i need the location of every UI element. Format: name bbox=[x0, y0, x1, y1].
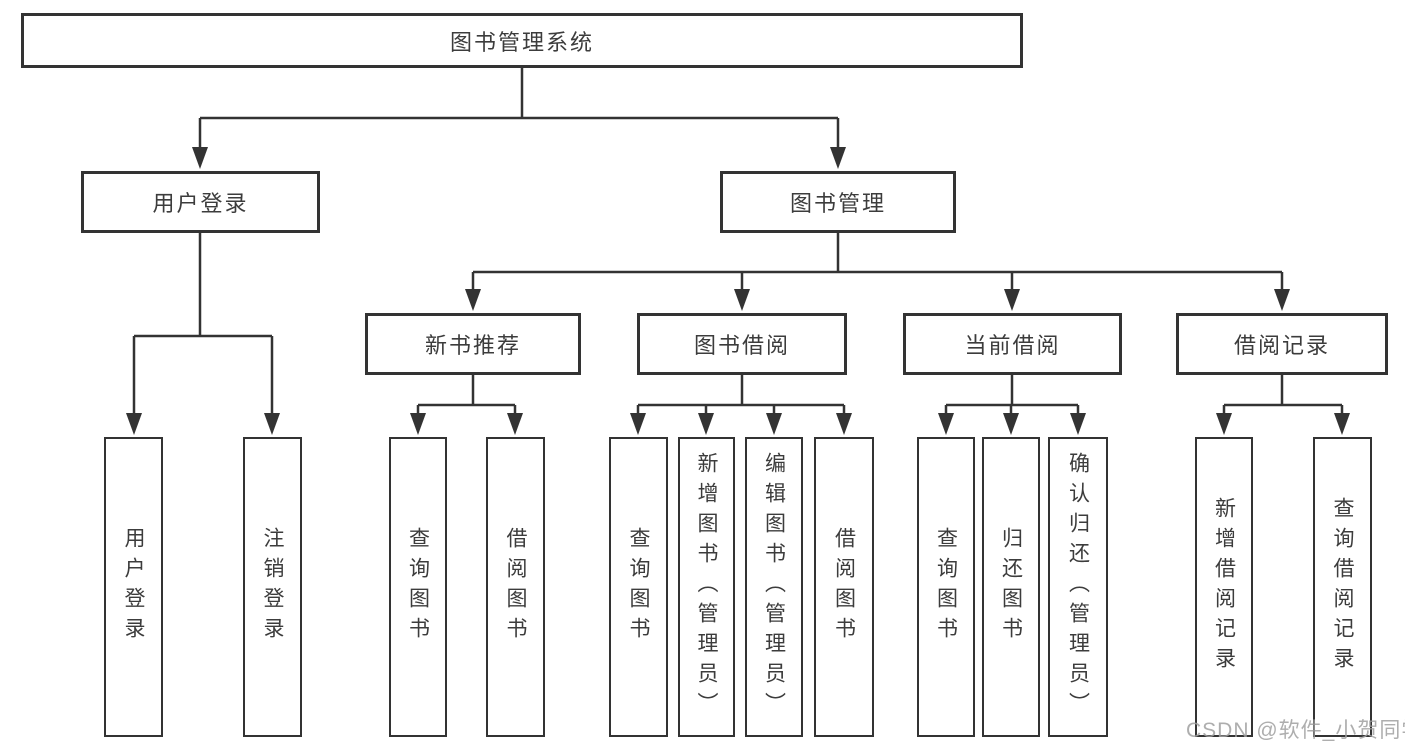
connector-user-login-branch bbox=[132, 233, 274, 415]
leaf-query-books-borrow-label: 查询图书 bbox=[627, 527, 650, 647]
leaf-add-borrow-record: 新增借阅记录 bbox=[1195, 437, 1253, 737]
connector-borrow-records-branch bbox=[1222, 375, 1344, 415]
leaf-borrow-books-borrow-label: 借阅图书 bbox=[832, 527, 856, 647]
connector-book-borrow-branch bbox=[636, 375, 846, 415]
leaf-query-borrow-record-label: 查询借阅记录 bbox=[1331, 497, 1354, 677]
leaf-query-borrow-record: 查询借阅记录 bbox=[1313, 437, 1372, 737]
leaf-confirm-return-admin: 确认归还（管理员） bbox=[1048, 437, 1108, 737]
leaf-edit-books-admin: 编辑图书（管理员） bbox=[745, 437, 803, 737]
watermark-text: CSDN @软件_小贺同学 bbox=[1186, 719, 1405, 742]
node-borrow-records-label: 借阅记录 bbox=[1233, 333, 1330, 358]
node-new-book-recommend: 新书推荐 bbox=[365, 313, 581, 375]
leaf-add-borrow-record-label: 新增借阅记录 bbox=[1212, 497, 1236, 677]
leaf-borrow-books-borrow: 借阅图书 bbox=[814, 437, 874, 737]
leaf-logout-login: 注销登录 bbox=[243, 437, 302, 737]
leaf-logout-login-label: 注销登录 bbox=[261, 527, 284, 647]
node-book-borrow-label: 图书借阅 bbox=[693, 333, 790, 358]
leaf-add-books-admin-label: 新增图书（管理员） bbox=[695, 452, 718, 722]
leaf-query-books-current: 查询图书 bbox=[917, 437, 975, 737]
node-book-borrow: 图书借阅 bbox=[637, 313, 847, 375]
node-new-book-recommend-label: 新书推荐 bbox=[424, 333, 521, 358]
node-current-borrow-label: 当前借阅 bbox=[964, 333, 1061, 358]
leaf-return-books-label: 归还图书 bbox=[999, 527, 1023, 647]
leaf-user-login: 用户登录 bbox=[104, 437, 163, 737]
leaf-borrow-books-recommend: 借阅图书 bbox=[486, 437, 545, 737]
node-book-management-label: 图书管理 bbox=[789, 191, 886, 216]
node-user-login: 用户登录 bbox=[81, 171, 320, 233]
leaf-query-books-current-label: 查询图书 bbox=[934, 527, 958, 647]
leaf-return-books: 归还图书 bbox=[982, 437, 1040, 737]
connector-book-management-branch bbox=[471, 233, 1284, 291]
node-book-management: 图书管理 bbox=[720, 171, 956, 233]
leaf-query-books-recommend-label: 查询图书 bbox=[406, 527, 430, 647]
node-borrow-records: 借阅记录 bbox=[1176, 313, 1388, 375]
leaf-query-books-recommend: 查询图书 bbox=[389, 437, 447, 737]
leaf-borrow-books-recommend-label: 借阅图书 bbox=[504, 527, 527, 647]
connector-new-book-branch bbox=[416, 375, 517, 415]
node-user-login-label: 用户登录 bbox=[152, 191, 249, 216]
connector-root-to-level2 bbox=[198, 68, 840, 149]
leaf-user-login-label: 用户登录 bbox=[122, 527, 145, 647]
leaf-confirm-return-admin-label: 确认归还（管理员） bbox=[1066, 452, 1090, 722]
leaf-edit-books-admin-label: 编辑图书（管理员） bbox=[762, 452, 786, 722]
node-root: 图书管理系统 bbox=[21, 13, 1023, 68]
node-root-label: 图书管理系统 bbox=[449, 29, 594, 55]
leaf-add-books-admin: 新增图书（管理员） bbox=[678, 437, 735, 737]
leaf-query-books-borrow: 查询图书 bbox=[609, 437, 668, 737]
connector-current-borrow-branch bbox=[944, 375, 1080, 415]
node-current-borrow: 当前借阅 bbox=[903, 313, 1122, 375]
